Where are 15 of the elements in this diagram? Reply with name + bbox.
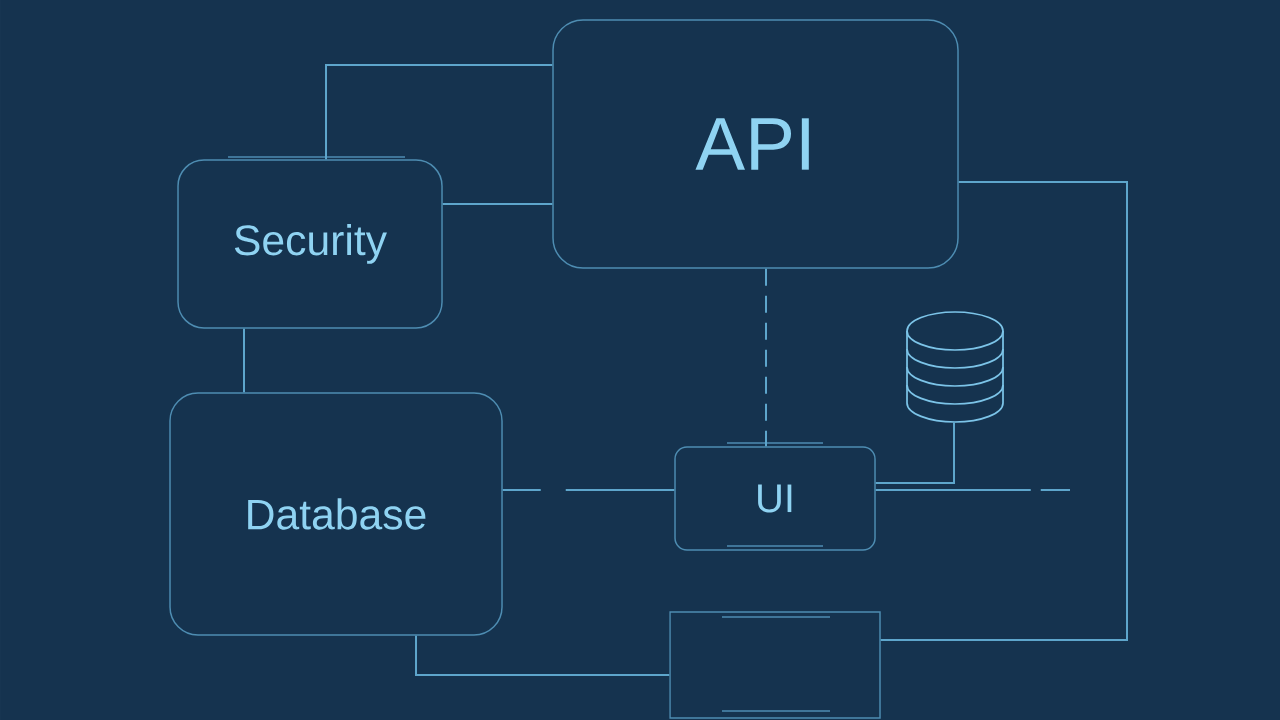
rounded-box: Database xyxy=(169,392,503,636)
connector-line xyxy=(441,203,554,205)
connector-line xyxy=(879,181,1128,641)
connector-line xyxy=(415,634,671,676)
connector-line xyxy=(325,64,554,161)
connector-line xyxy=(874,421,955,484)
connector-line xyxy=(243,327,245,394)
database-icon xyxy=(906,311,1004,423)
empty-box xyxy=(669,611,881,719)
rounded-box: UI xyxy=(674,446,876,551)
connector-line xyxy=(501,489,676,491)
connector-line xyxy=(874,489,1071,491)
connector-line xyxy=(765,267,767,448)
rounded-box: API xyxy=(552,19,959,269)
rounded-box: Security xyxy=(177,159,443,329)
